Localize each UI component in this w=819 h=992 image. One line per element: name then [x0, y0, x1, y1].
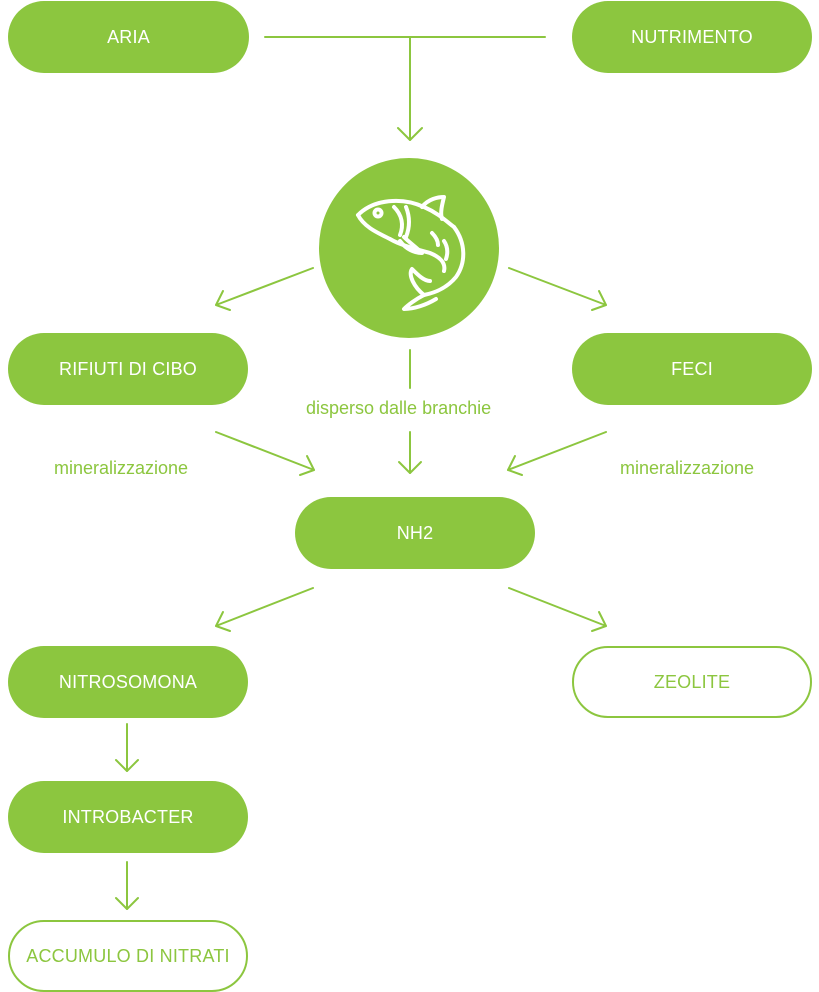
- node-introbacter: INTROBACTER: [8, 781, 248, 853]
- node-nh2-label: NH2: [396, 522, 434, 543]
- fish-icon: [356, 195, 466, 311]
- arrowhead-introbacter: [115, 759, 139, 772]
- label-mineralizzazione-right: mineralizzazione: [620, 458, 755, 478]
- connector-rifiuti-nh2: [215, 431, 315, 471]
- connector-nh2-zeolite: [508, 587, 607, 627]
- node-feci: FECI: [572, 333, 812, 405]
- fish-node: [319, 158, 499, 338]
- arrowhead-nh2-right: [507, 455, 523, 476]
- arrowhead-zeolite: [591, 611, 607, 632]
- label-mineralizzazione-left: mineralizzazione: [54, 458, 189, 478]
- node-aria-label: ARIA: [107, 26, 150, 47]
- arrowhead-to-fish: [397, 127, 423, 141]
- node-zeolite-label: ZEOLITE: [653, 671, 731, 692]
- label-disperso-dalle-branchie: disperso dalle branchie: [306, 398, 492, 418]
- node-nitrosomona-label: NITROSOMONA: [58, 671, 198, 692]
- node-accumulo-di-nitrati: ACCUMULO DI NITRATI: [8, 920, 248, 992]
- node-nutrimento: NUTRIMENTO: [572, 1, 812, 73]
- arrowhead-feci: [591, 290, 607, 311]
- node-introbacter-label: INTROBACTER: [62, 806, 194, 827]
- node-nutrimento-label: NUTRIMENTO: [631, 26, 753, 47]
- node-rifiuti-di-cibo: RIFIUTI DI CIBO: [8, 333, 248, 405]
- node-feci-label: FECI: [671, 358, 713, 379]
- arrowhead-nitrosomona: [215, 611, 231, 632]
- arrowhead-rifiuti: [215, 290, 231, 311]
- node-accumulo-label: ACCUMULO DI NITRATI: [26, 945, 230, 966]
- connector-fish-feci: [508, 267, 607, 306]
- node-nh2: NH2: [295, 497, 535, 569]
- connector-nh2-nitrosomona: [215, 587, 314, 627]
- connector-feci-nh2: [507, 431, 607, 471]
- arrowhead-nh2-left: [299, 455, 315, 476]
- node-rifiuti-label: RIFIUTI DI CIBO: [59, 358, 197, 379]
- arrowhead-nh2-center: [398, 461, 422, 474]
- node-aria: ARIA: [8, 1, 249, 73]
- node-zeolite: ZEOLITE: [572, 646, 812, 718]
- arrowhead-accumulo: [115, 897, 139, 910]
- connector-fish-rifiuti: [215, 267, 314, 306]
- node-nitrosomona: NITROSOMONA: [8, 646, 248, 718]
